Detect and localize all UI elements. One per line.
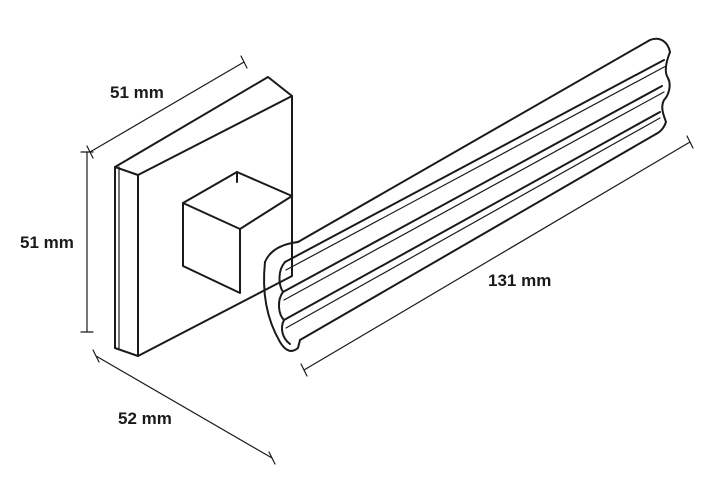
dim-handle-length — [300, 135, 694, 377]
label-rose-height: 51 mm — [20, 233, 74, 252]
dim-rose-height — [80, 151, 94, 333]
label-handle-length: 131 mm — [488, 271, 551, 290]
rose-plate — [114, 76, 293, 357]
dim-rose-width — [86, 55, 248, 159]
neck-shaft — [182, 171, 293, 294]
dim-rose-depth — [92, 349, 276, 465]
label-rose-width: 51 mm — [110, 83, 164, 102]
label-rose-depth: 52 mm — [118, 409, 172, 428]
lever-handle — [263, 37, 671, 352]
